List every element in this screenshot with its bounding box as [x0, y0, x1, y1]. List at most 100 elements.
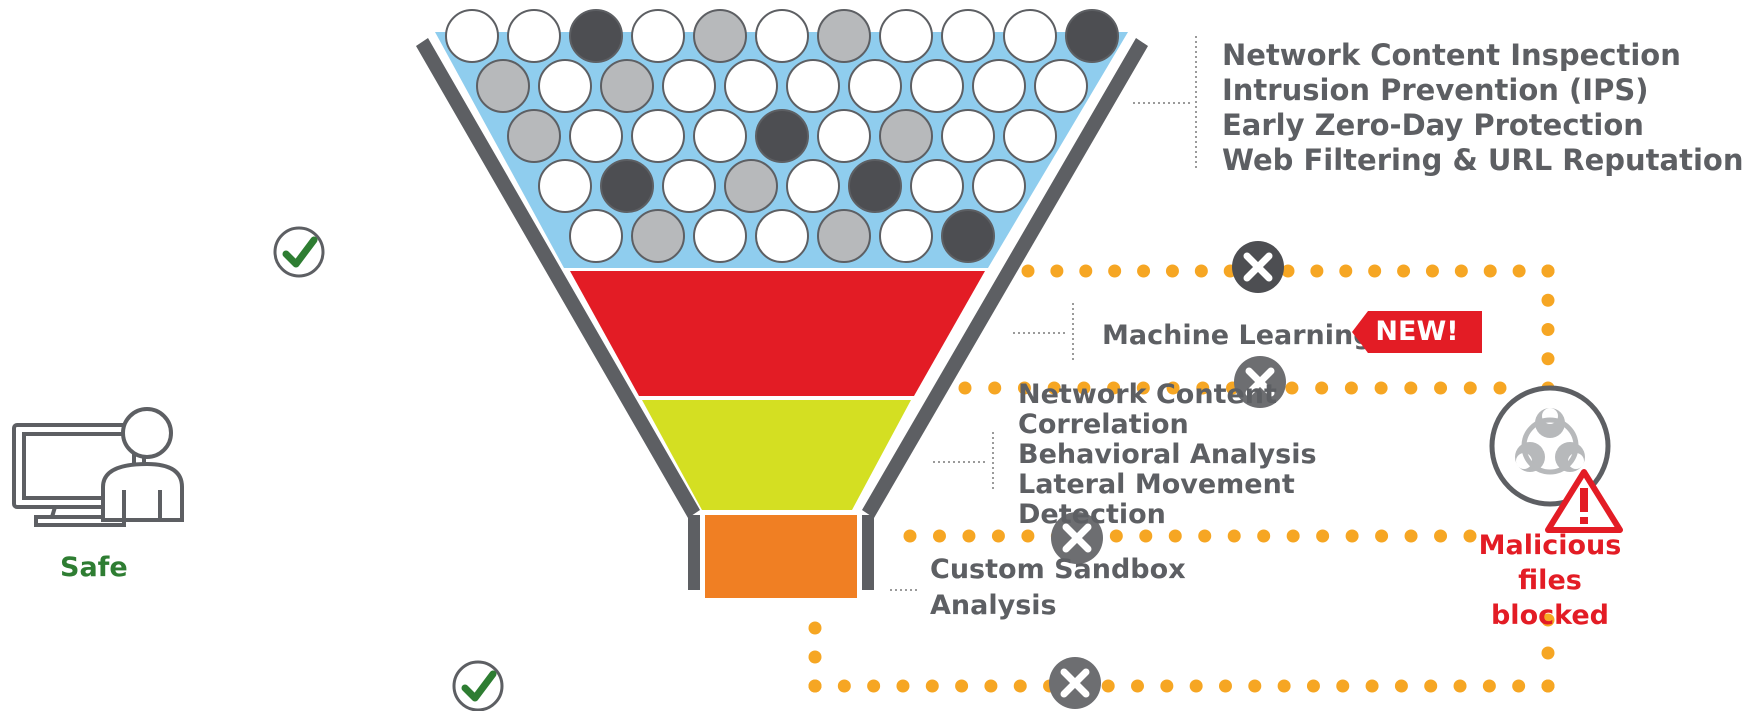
path-dot	[1463, 529, 1477, 543]
path-dot	[1336, 679, 1350, 693]
path-dot	[1281, 264, 1295, 278]
path-dot	[991, 529, 1005, 543]
layer-sandbox	[705, 515, 857, 598]
label-detection: Detection	[1018, 499, 1166, 530]
path-dot	[1345, 529, 1359, 543]
path-dot	[1194, 264, 1208, 278]
file-ball	[693, 209, 747, 263]
path-dot	[1541, 293, 1555, 307]
file-ball	[910, 59, 964, 113]
malicious-line-1: Malicious	[1478, 530, 1622, 561]
file-ball	[693, 9, 747, 63]
layer-network-correlation	[642, 400, 911, 510]
label-early-zero-day: Early Zero-Day Protection	[1222, 108, 1644, 142]
connector-lines	[890, 36, 1197, 591]
label-web-filtering: Web Filtering & URL Reputation	[1222, 143, 1744, 177]
file-ball	[662, 159, 716, 213]
path-dot	[808, 650, 822, 664]
path-dot	[955, 679, 969, 693]
label-lateral-movement: Lateral Movement	[1018, 469, 1295, 500]
path-dot	[1277, 679, 1291, 693]
path-dot	[1136, 381, 1150, 395]
path-dot	[1493, 381, 1507, 395]
path-dot	[1425, 264, 1439, 278]
label-machine-learning: Machine Learning	[1102, 320, 1373, 351]
path-dot	[1021, 264, 1035, 278]
file-ball	[941, 109, 995, 163]
path-dot	[1101, 679, 1115, 693]
file-ball	[1034, 59, 1088, 113]
path-dot	[867, 679, 881, 693]
file-ball	[569, 109, 623, 163]
file-ball	[538, 59, 592, 113]
path-dot	[1541, 679, 1555, 693]
path-dot	[1165, 264, 1179, 278]
file-ball	[569, 209, 623, 263]
path-dot	[1107, 381, 1121, 395]
path-dot	[988, 381, 1002, 395]
path-dot	[1375, 529, 1389, 543]
label-custom-sandbox: Custom Sandbox	[930, 554, 1186, 585]
file-ball	[786, 159, 840, 213]
file-ball	[507, 109, 561, 163]
path-dot	[1131, 679, 1145, 693]
malicious-line-2: files	[1518, 565, 1582, 596]
path-dot	[1374, 381, 1388, 395]
file-ball	[631, 209, 685, 263]
file-ball	[755, 209, 809, 263]
file-ball	[569, 9, 623, 63]
file-ball	[848, 159, 902, 213]
path-dot	[1512, 679, 1526, 693]
path-dot	[1315, 381, 1329, 395]
layer-machine-learning	[570, 271, 985, 396]
label-analysis: Analysis	[930, 590, 1057, 621]
label-correlation: Correlation	[1018, 409, 1189, 440]
file-ball	[1003, 9, 1057, 63]
file-ball	[879, 209, 933, 263]
file-ball	[879, 109, 933, 163]
path-dot	[1316, 529, 1330, 543]
path-dot	[1248, 679, 1262, 693]
path-dot	[1050, 264, 1064, 278]
file-ball	[724, 159, 778, 213]
file-ball	[631, 9, 685, 63]
path-dot	[808, 679, 822, 693]
path-dot	[1404, 381, 1418, 395]
path-dot	[1397, 264, 1411, 278]
file-ball	[817, 9, 871, 63]
file-ball	[910, 159, 964, 213]
file-ball	[755, 9, 809, 63]
path-dot	[1198, 529, 1212, 543]
malicious-line-3: blocked	[1490, 600, 1609, 631]
file-ball	[600, 159, 654, 213]
path-dot	[1541, 646, 1555, 660]
path-dot	[1541, 264, 1555, 278]
path-dot	[1021, 529, 1035, 543]
label-network-content: Network Content	[1018, 379, 1277, 410]
path-dot	[1218, 679, 1232, 693]
file-ball	[972, 159, 1026, 213]
file-balls	[445, 9, 1119, 263]
block-x-icon	[1051, 512, 1103, 564]
warning-icon	[1545, 469, 1623, 533]
safe-label: Safe	[60, 552, 128, 583]
path-dot	[1166, 381, 1180, 395]
file-ball	[724, 59, 778, 113]
path-dot	[1139, 529, 1153, 543]
path-dot	[808, 621, 822, 635]
path-dot	[958, 381, 972, 395]
path-dot	[925, 679, 939, 693]
path-dot	[1108, 264, 1122, 278]
path-dot	[1310, 264, 1324, 278]
path-dot	[903, 529, 917, 543]
path-dot	[1285, 381, 1299, 395]
path-dot	[1137, 264, 1151, 278]
path-dot	[1017, 381, 1031, 395]
path-dot	[1079, 264, 1093, 278]
funnel-spout-left	[688, 515, 700, 590]
path-dot	[1013, 679, 1027, 693]
path-dot	[1168, 529, 1182, 543]
layer-label-sandbox: Custom Sandbox Analysis	[930, 552, 1186, 624]
file-ball	[538, 159, 592, 213]
